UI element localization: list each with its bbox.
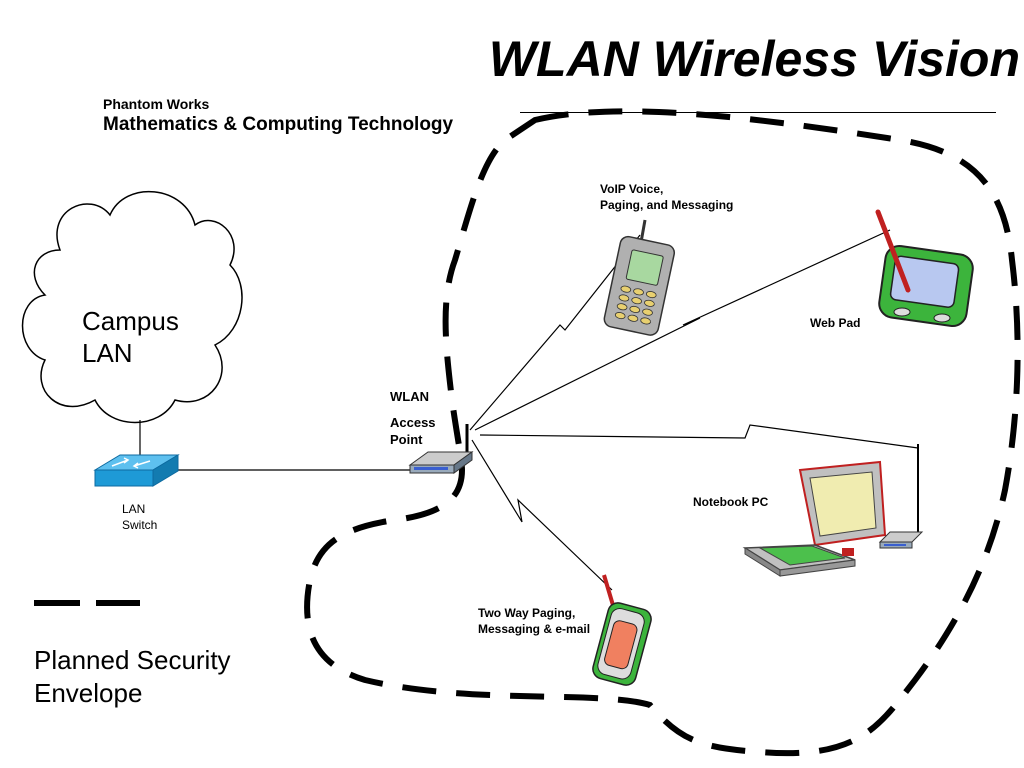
organization-header: Phantom Works Mathematics & Computing Te… [103, 96, 453, 136]
pager-label: Two Way Paging, Messaging & e-mail [478, 606, 591, 636]
lan-switch-label: LAN Switch [122, 502, 158, 532]
voip-phone-label: VoIP Voice, Paging, and Messaging [600, 182, 734, 212]
link-to-notebook [479, 424, 919, 449]
notebook-pc-label: Notebook PC [693, 495, 769, 509]
link-to-web-pad [474, 229, 891, 431]
campus-lan-label: Campus LAN [82, 306, 179, 368]
pager-icon [592, 574, 652, 686]
access-point-label-title: WLAN [390, 389, 429, 404]
organization-department: Mathematics & Computing Technology [103, 114, 454, 135]
organization-name: Phantom Works [103, 96, 210, 112]
security-envelope [304, 108, 1021, 757]
web-pad-label: Web Pad [810, 316, 861, 330]
lan-switch-icon [93, 454, 180, 487]
web-pad-icon [875, 209, 974, 327]
legend-label: Planned Security Envelope [34, 645, 231, 708]
access-point-icon [408, 424, 474, 474]
notebook-pc-icon [742, 444, 924, 577]
header-rule [520, 112, 996, 113]
link-to-phone [469, 234, 641, 431]
link-to-pager [471, 439, 613, 591]
campus-lan-cloud [21, 190, 243, 424]
voip-phone-icon [603, 219, 676, 336]
access-point-label: Access Point [390, 415, 436, 447]
page-title: WLAN Wireless Vision [488, 31, 1020, 87]
